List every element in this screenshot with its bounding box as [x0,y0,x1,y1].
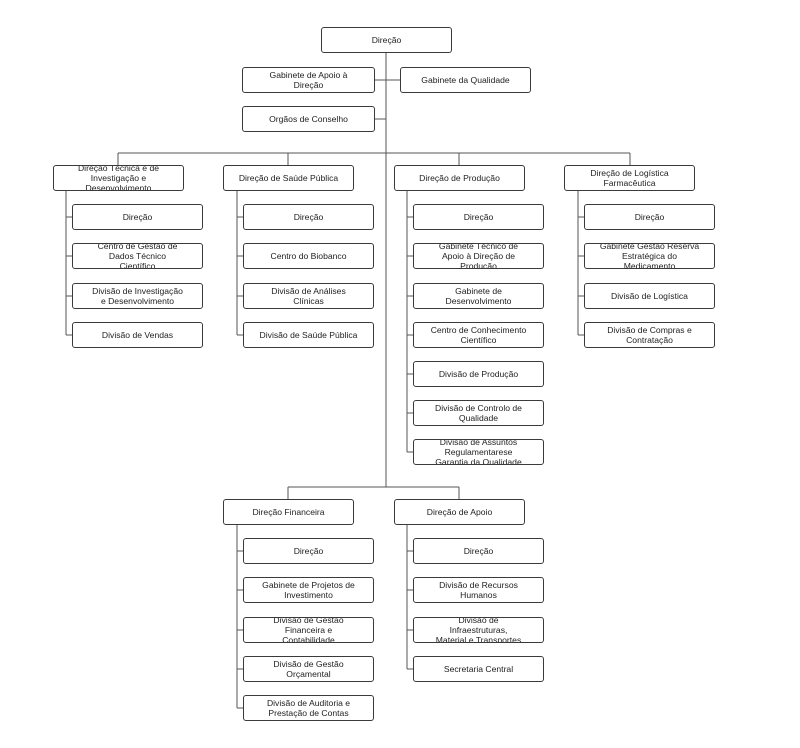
box-divisao-recursos-humanos: Divisão de Recursos Humanos [413,577,544,603]
box-divisao-logistica: Divisão de Logística [584,283,715,309]
box-logistica-direcao: Direção [584,204,715,230]
box-divisao-analises: Divisão de Análises Clínicas [243,283,374,309]
box-direcao-financeira: Direção Financeira [223,499,354,525]
box-orgaos-conselho: Orgãos de Conselho [242,106,375,132]
box-direcao: Direção [321,27,452,53]
box-gabinete-projetos: Gabinete de Projetos de Investimento [243,577,374,603]
box-divisao-controlo-qualidade: Divisão de Controlo de Qualidade [413,400,544,426]
box-divisao-auditoria: Divisão de Auditoria e Prestação de Cont… [243,695,374,721]
box-direcao-saude-publica: Direção de Saúde Pública [223,165,354,191]
box-tecnica-direcao: Direção [72,204,203,230]
box-direcao-apoio: Direção de Apoio [394,499,525,525]
box-divisao-infraestruturas: Divisão de Infraestruturas, Material e T… [413,617,544,643]
box-direcao-producao: Direção de Produção [394,165,525,191]
box-centro-gestao-dados: Centro de Gestão de Dados Técnico Cientí… [72,243,203,269]
box-gabinete-reserva: Gabinete Gestão Reserva Estratégica do M… [584,243,715,269]
box-financeira-direcao: Direção [243,538,374,564]
box-producao-direcao: Direção [413,204,544,230]
box-saude-direcao: Direção [243,204,374,230]
box-gabinete-apoio-direcao: Gabinete de Apoio à Direção [242,67,375,93]
box-centro-biobanco: Centro do Biobanco [243,243,374,269]
box-divisao-vendas: Divisão de Vendas [72,322,203,348]
box-gabinete-tecnico-producao: Gabinete Técnico de Apoio à Direção de P… [413,243,544,269]
box-direcao-logistica: Direção de Logística Farmacêutica [564,165,695,191]
box-divisao-compras: Divisão de Compras e Contratação [584,322,715,348]
box-divisao-saude-publica: Divisão de Saúde Pública [243,322,374,348]
box-divisao-gestao-financeira: Divisão de Gestão Financeira e Contabili… [243,617,374,643]
box-divisao-investigacao: Divisão de Investigação e Desenvolviment… [72,283,203,309]
box-apoio-direcao: Direção [413,538,544,564]
box-divisao-gestao-orcamental: Divisão de Gestão Orçamental [243,656,374,682]
box-direcao-tecnica: Direção Técnica e de Investigação e Dese… [53,165,184,191]
box-gabinete-desenvolvimento: Gabinete de Desenvolvimento [413,283,544,309]
box-divisao-assuntos-regulamentares: Divisão de Assuntos Regulamentarese Gara… [413,439,544,465]
box-centro-conhecimento: Centro de Conhecimento Científico [413,322,544,348]
box-gabinete-qualidade: Gabinete da Qualidade [400,67,531,93]
box-secretaria-central: Secretaria Central [413,656,544,682]
box-divisao-producao: Divisão de Produção [413,361,544,387]
